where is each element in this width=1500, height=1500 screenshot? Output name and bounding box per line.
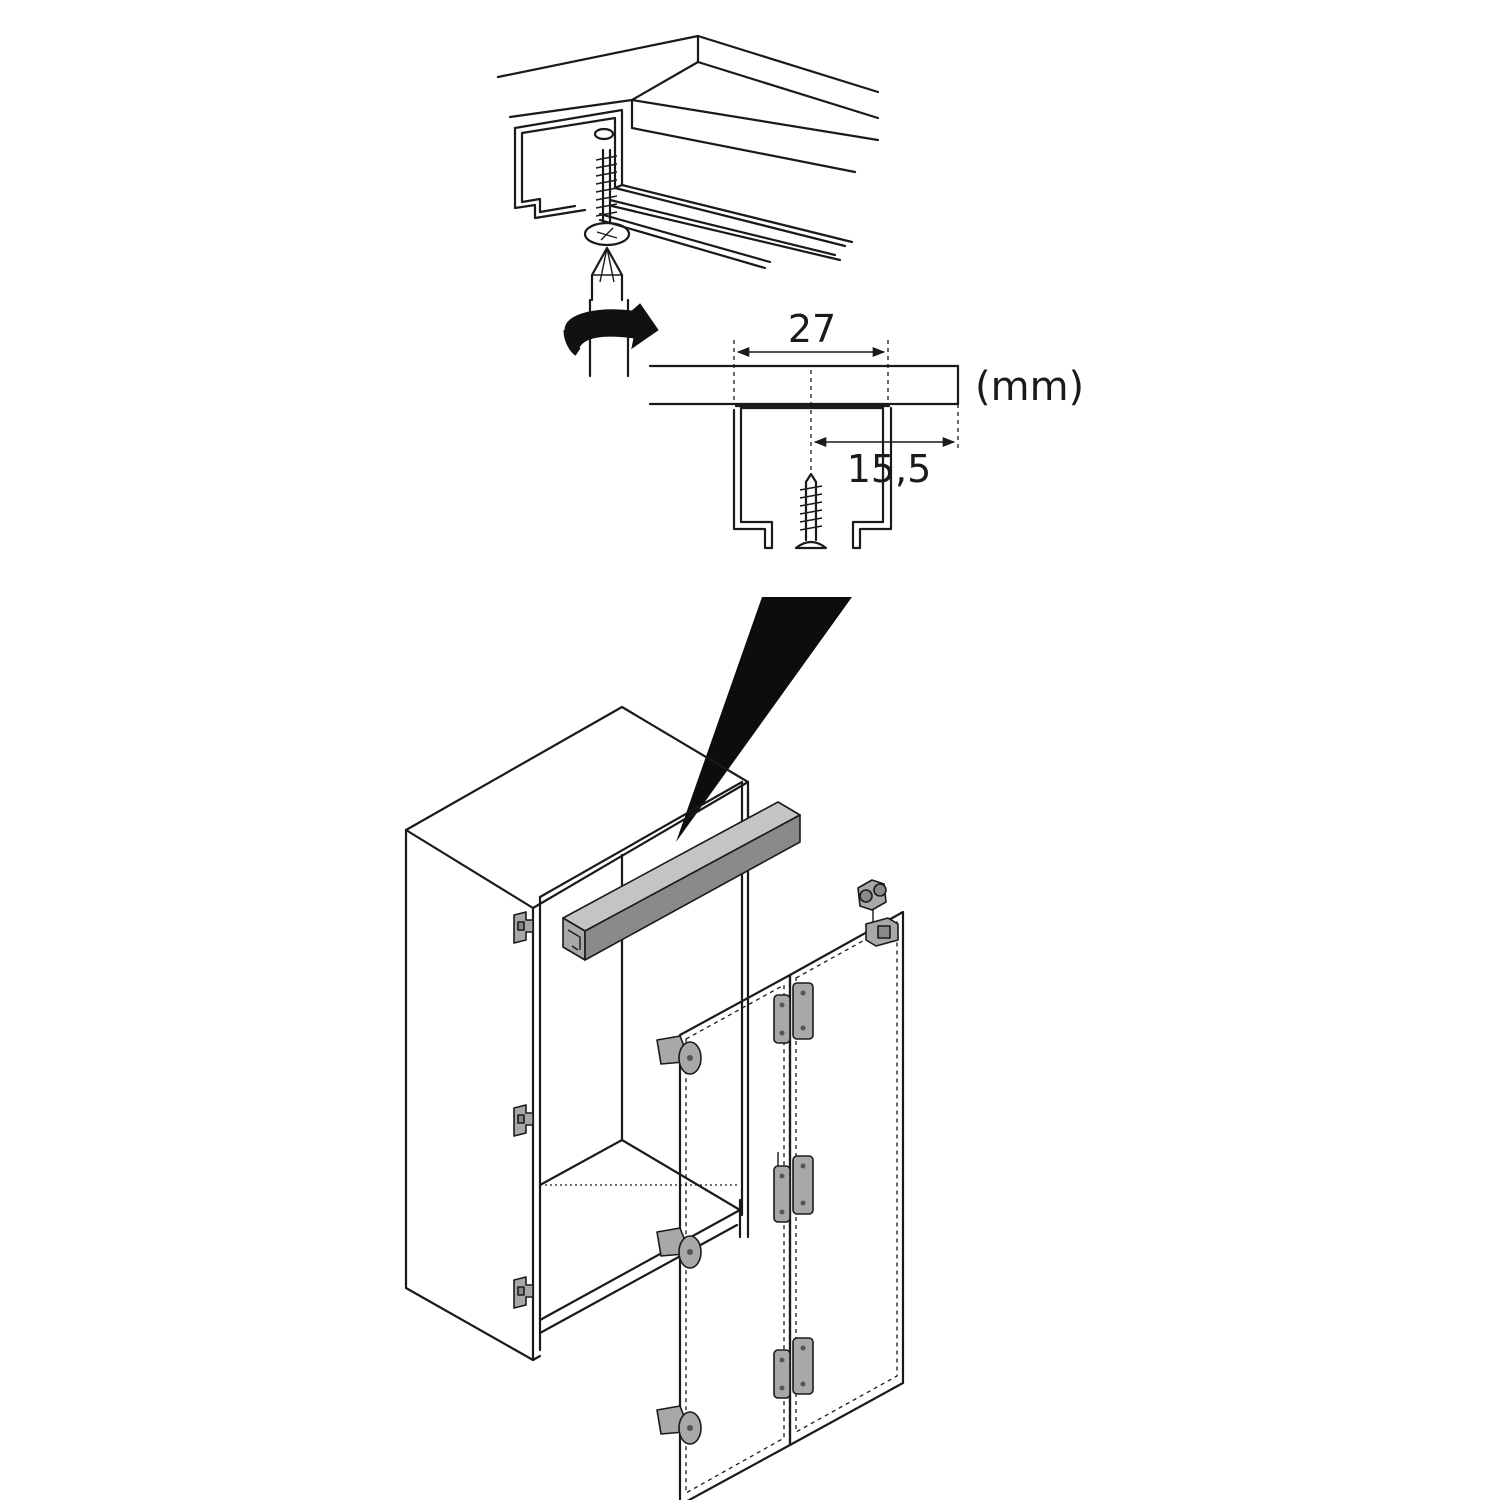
- rotation-arrow-icon: [563, 303, 659, 356]
- screwdriver-icon: [588, 246, 630, 378]
- cup-hinge-top: [656, 1035, 702, 1075]
- hinge-mounting-plate-top: [513, 911, 534, 944]
- offset-dimension-label: 15,5: [847, 447, 932, 491]
- roller-carriage-icon: [857, 879, 899, 947]
- cup-hinge-middle: [656, 1227, 702, 1269]
- screw-icon: [583, 148, 631, 247]
- cup-hinge-bottom: [656, 1405, 702, 1445]
- rail-mounting-detail: [496, 34, 880, 378]
- hinge-mounting-plate-bottom: [513, 1276, 534, 1309]
- rail-cross-section-drawing: 27 15,5 (mm): [648, 307, 1084, 550]
- fold-hinge-top: [773, 982, 814, 1044]
- callout-pointer: [676, 597, 852, 842]
- mounting-board-section: [648, 364, 960, 406]
- hinge-mounting-plate-middle: [513, 1104, 534, 1137]
- overhead-rail: [562, 801, 801, 961]
- fold-hinge-bottom: [773, 1337, 814, 1399]
- unit-label: (mm): [975, 364, 1084, 410]
- rail-profile-end: [513, 108, 854, 270]
- cabinet-top-panel: [496, 34, 880, 174]
- fold-hinge-middle: [773, 1152, 814, 1223]
- section-screw-icon: [794, 472, 828, 550]
- width-dimension-label: 27: [788, 307, 836, 351]
